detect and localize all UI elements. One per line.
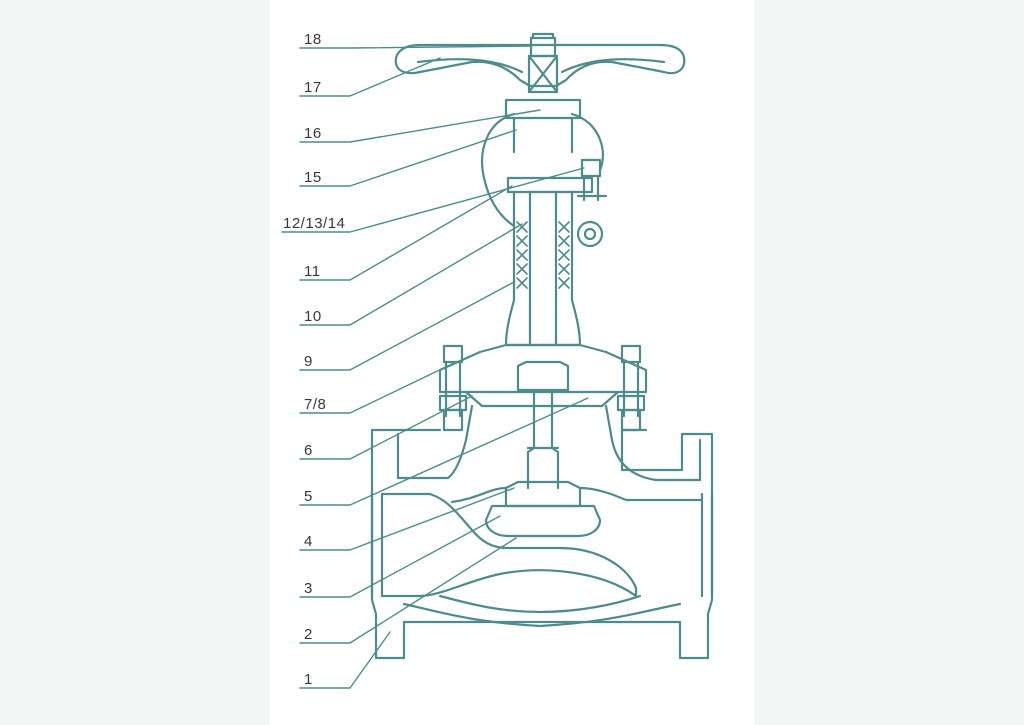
yoke-top [504,98,582,120]
handwheel [394,43,686,88]
part-label-p1: 1 [304,671,313,688]
seat-wall [450,486,704,504]
part-label-p3: 3 [304,580,313,597]
body-left-inner [396,404,474,480]
part-label-p7: 7/8 [304,396,326,413]
leader-line-p11 [299,185,513,281]
leader-lines [281,45,589,689]
leader-line-p2 [299,537,517,644]
bonnet-neck [504,190,582,347]
body-right-inner [604,404,702,482]
part-label-p5: 5 [304,488,313,505]
leader-line-p7 [299,363,453,414]
handwheel-spoke-left [416,58,524,74]
leader-line-p10 [299,223,523,326]
leader-line-p5 [299,397,589,506]
part-label-p17: 17 [304,79,322,96]
bonnet-flange [438,343,648,394]
leader-line-p9 [299,281,515,371]
flange-right-face [700,492,714,598]
eyebolt-ring [576,220,604,248]
valve-body-outline [370,32,714,660]
backseat [516,360,570,392]
leader-line-p16 [299,109,541,143]
stem-lower [526,388,560,490]
disc-nut [504,480,582,508]
leader-line-p6 [299,395,473,460]
handwheel-nut [529,36,557,58]
flow-passage [380,492,638,598]
stem-mid [528,190,558,347]
leader-line-p1 [299,631,391,689]
yoke-arm-left [481,112,516,228]
body-outline [370,428,714,660]
part-label-p18: 18 [304,31,322,48]
disc [484,504,602,538]
yoke-arm-right [570,112,605,172]
leader-line-p17 [299,57,441,97]
part-label-p16: 16 [304,125,322,142]
stem-top-cross [527,54,559,94]
part-label-p6: 6 [304,442,313,459]
bolt-left [438,344,468,432]
part-label-p10: 10 [304,308,322,325]
nut-chamfer [531,32,555,40]
eyebolt-pin [583,227,597,241]
eyebolt [576,158,608,202]
body-bottom [402,602,682,628]
yoke-sleeve [512,116,574,154]
part-label-p2: 2 [304,626,313,643]
part-label-p12: 12/13/14 [283,215,345,232]
leader-line-p4 [299,487,515,551]
stem-top [527,54,559,94]
leader-line-p18 [299,45,533,49]
handwheel-spoke-right [560,58,666,74]
gland-flange [506,176,594,194]
bolt-right [616,344,646,432]
drawing-sheet [270,0,754,725]
leader-line-p15 [299,129,517,187]
part-label-p9: 9 [304,353,313,370]
gasket [464,390,620,408]
part-label-p4: 4 [304,533,313,550]
lower-chamber [438,594,642,614]
packing-left [516,221,528,289]
part-labels: 18 17 16 15 12/13/14 11 10 9 7/8 6 5 4 3 2 1 [283,31,345,688]
part-label-p11: 11 [304,263,321,280]
part-label-p15: 15 [304,169,322,186]
leader-line-p3 [299,515,501,598]
packing-right [558,221,570,289]
